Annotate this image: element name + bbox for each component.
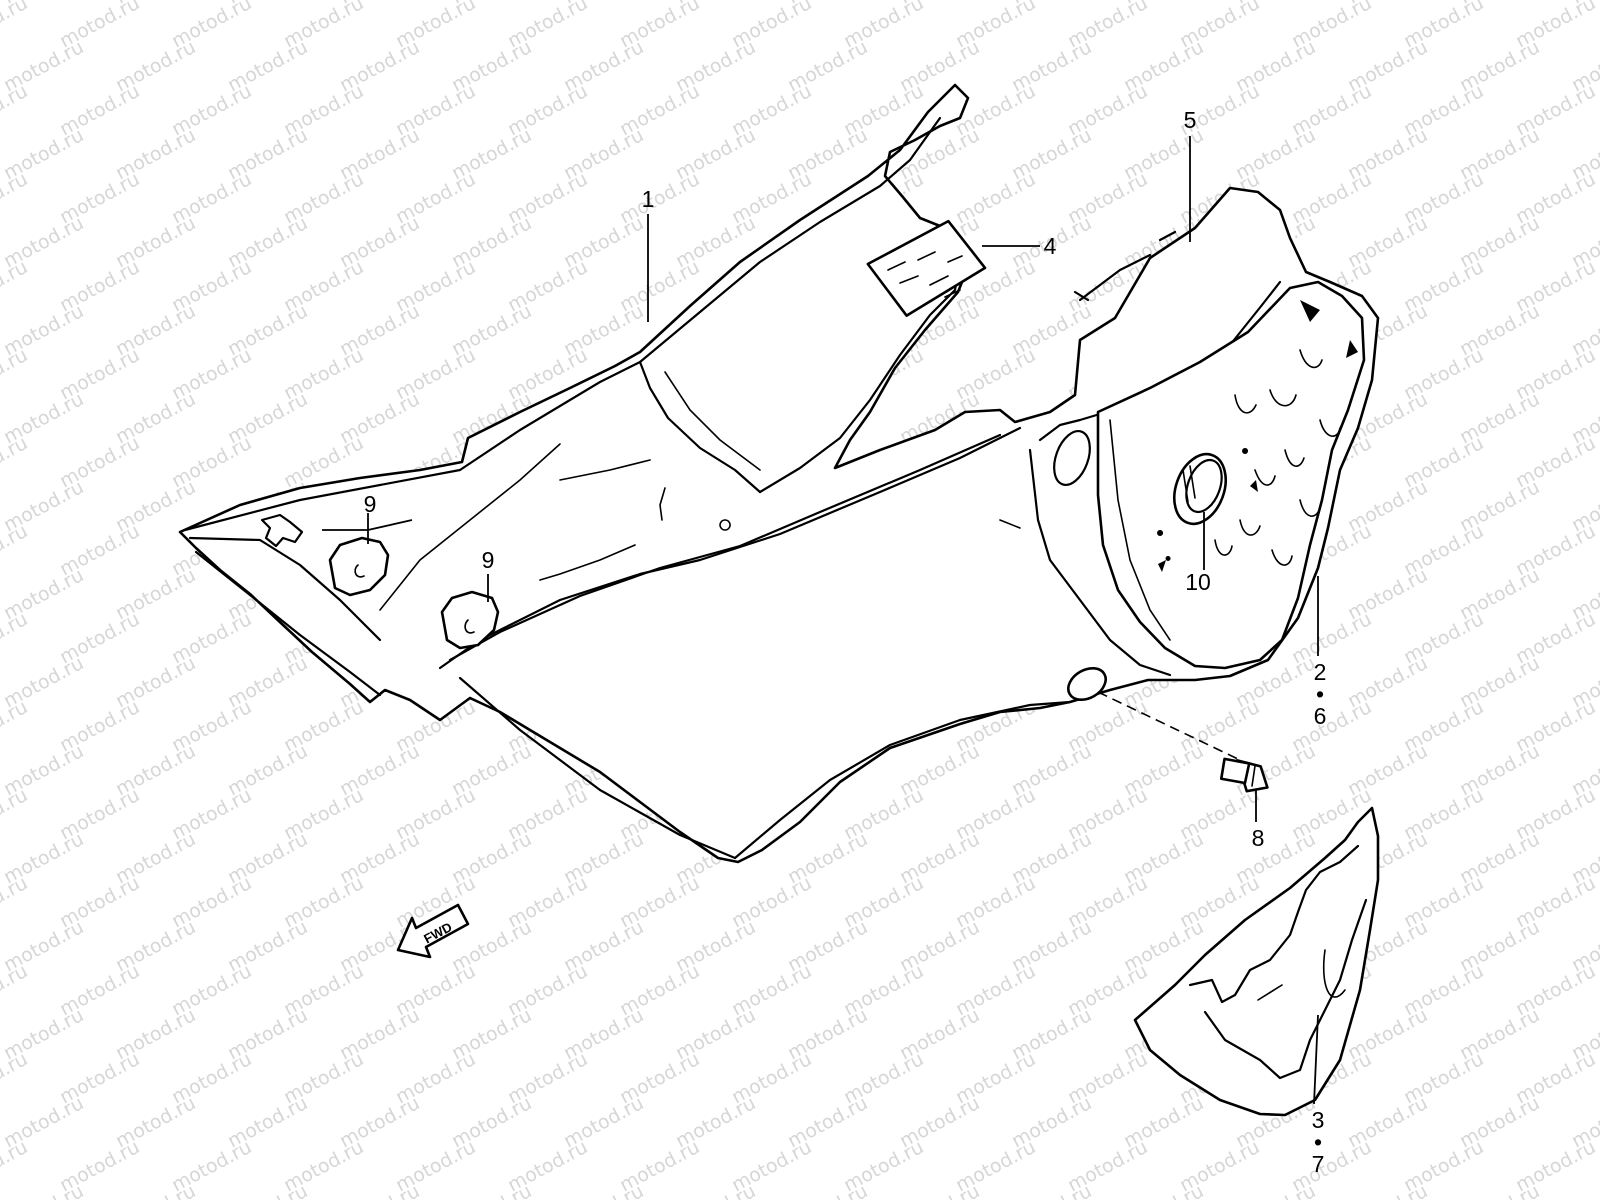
callout-5: 5 bbox=[1184, 107, 1197, 133]
watermark-text: motod.ru bbox=[1008, 1180, 1095, 1200]
callout-9-a: 9 bbox=[364, 491, 377, 517]
watermark-text: motod.ru bbox=[1344, 1180, 1431, 1200]
label-plate-part-4 bbox=[866, 219, 987, 317]
callout-separator-2-6: • bbox=[1316, 681, 1324, 707]
callouts: 1 4 5 9 9 10 2 • 6 8 3 • 7 bbox=[364, 107, 1327, 1177]
watermark-text: motod.ru bbox=[0, 1180, 87, 1200]
watermark-text: motod.ru bbox=[0, 960, 31, 1020]
grommet-part-10 bbox=[1173, 452, 1227, 526]
watermark-text: motod.ru bbox=[0, 872, 31, 932]
watermark-text: motod.ru bbox=[448, 1180, 535, 1200]
watermark-text: motod.ru bbox=[0, 256, 31, 316]
watermark-text: motod.ru bbox=[1568, 1180, 1600, 1200]
watermark-text: motod.ru bbox=[0, 168, 31, 228]
watermark-text: motod.ru bbox=[224, 1180, 311, 1200]
clip-fastener bbox=[260, 513, 304, 548]
callout-1: 1 bbox=[642, 186, 655, 212]
watermark-text: motod.ru bbox=[336, 1180, 423, 1200]
callout-3: 3 bbox=[1312, 1107, 1325, 1133]
watermark-text: motod.ru bbox=[560, 1180, 647, 1200]
watermark-text: motod.ru bbox=[0, 0, 31, 52]
callout-2: 2 bbox=[1314, 659, 1327, 685]
leader-lines bbox=[322, 136, 1319, 1105]
callout-7: 7 bbox=[1312, 1151, 1325, 1177]
callout-4: 4 bbox=[1044, 233, 1057, 259]
screw-part-8 bbox=[1219, 757, 1269, 793]
watermark-text: motod.ru bbox=[0, 344, 31, 404]
watermark-text: motod.ru bbox=[112, 1180, 199, 1200]
watermark-text: motod.ru bbox=[0, 784, 31, 844]
watermark-text: motod.ru bbox=[0, 696, 31, 756]
side-panel-part-2-6 bbox=[1096, 280, 1366, 670]
callout-6: 6 bbox=[1314, 703, 1327, 729]
watermark-text: motod.ru bbox=[0, 1048, 31, 1108]
watermark-text: motod.ru bbox=[1120, 1180, 1207, 1200]
watermark-text: motod.ru bbox=[1232, 1180, 1319, 1200]
watermark-text: motod.ru bbox=[784, 1180, 871, 1200]
watermark-text: motod.ru bbox=[1456, 1180, 1543, 1200]
cushion-bush bbox=[1067, 666, 1241, 761]
watermark-text: motod.ru bbox=[0, 432, 31, 492]
grommet-part-9-a bbox=[328, 536, 390, 597]
watermark-text: motod.ru bbox=[0, 80, 31, 140]
watermark-text: motod.ru bbox=[1568, 0, 1600, 8]
callout-separator-3-7: • bbox=[1314, 1129, 1322, 1155]
watermark-text: motod.ru bbox=[0, 608, 31, 668]
grommet-part-9-b bbox=[440, 590, 500, 650]
watermark-text: motod.ru bbox=[0, 1136, 31, 1196]
watermark-text: motod.ru bbox=[0, 520, 31, 580]
callout-10: 10 bbox=[1185, 569, 1211, 595]
watermark-text: motod.ru bbox=[896, 1180, 983, 1200]
watermark-text: motod.ru bbox=[672, 1180, 759, 1200]
callout-9-b: 9 bbox=[482, 547, 495, 573]
callout-8: 8 bbox=[1252, 825, 1265, 851]
